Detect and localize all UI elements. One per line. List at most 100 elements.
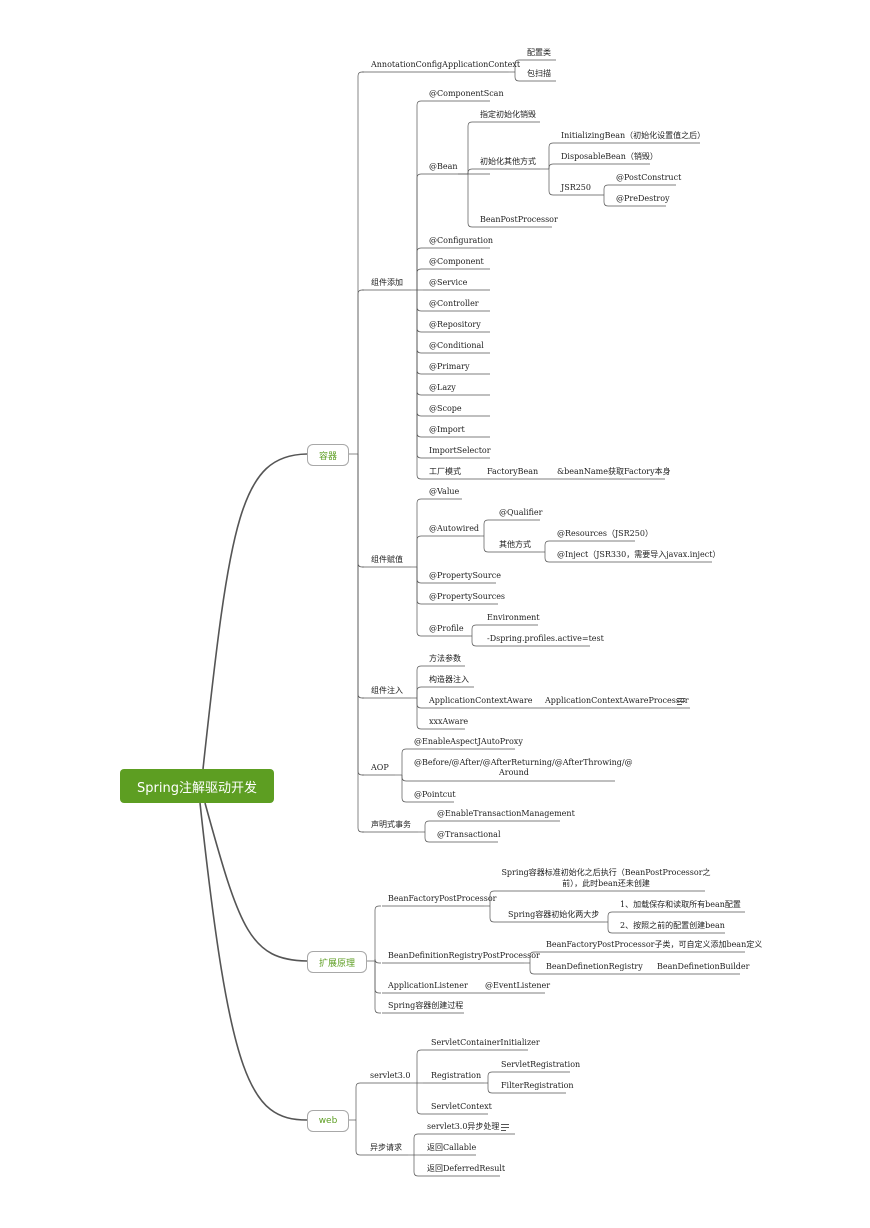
- node-propertysources[interactable]: @PropertySources: [429, 592, 506, 601]
- node-beandefinetionregistry[interactable]: BeanDefinetionRegistry: [546, 962, 643, 971]
- node-step-2[interactable]: 2、按照之前的配置创建bean: [620, 921, 725, 930]
- node-pointcut[interactable]: @Pointcut: [414, 790, 456, 799]
- node-componentscan[interactable]: @ComponentScan: [429, 89, 504, 98]
- node-initializingbean[interactable]: InitializingBean（初始化设置值之后）: [561, 131, 706, 140]
- node-beanfactorypostprocessor[interactable]: BeanFactoryPostProcessor: [388, 894, 497, 903]
- node-scope[interactable]: @Scope: [429, 404, 462, 413]
- node-factorybean[interactable]: FactoryBean: [487, 467, 539, 476]
- node-bfpp-subclass[interactable]: BeanFactoryPostProcessor子类，可自定义添加bean定义: [546, 940, 763, 949]
- link: [467, 168, 474, 174]
- node-value[interactable]: @Value: [429, 487, 460, 496]
- node-importselector[interactable]: ImportSelector: [429, 446, 491, 455]
- node-jsr250[interactable]: JSR250: [561, 183, 591, 192]
- link: [416, 290, 423, 396]
- link: [487, 1083, 494, 1094]
- node-servletcontainerinitializer[interactable]: ServletContainerInitializer: [431, 1038, 540, 1047]
- node-configuration[interactable]: @Configuration: [429, 236, 494, 245]
- node-beandefinetionbuilder[interactable]: BeanDefinetionBuilder: [657, 962, 750, 971]
- node-controller[interactable]: @Controller: [429, 299, 479, 308]
- node-constructor-inject[interactable]: 构造器注入: [429, 675, 469, 684]
- link: [607, 911, 614, 922]
- node-beanname-factory[interactable]: &beanName获取Factory本身: [557, 467, 671, 476]
- node-dspring-profiles[interactable]: -Dspring.profiles.active=test: [487, 634, 604, 643]
- node-applicationcontextaware[interactable]: ApplicationContextAware: [429, 696, 533, 705]
- node-disposablebean[interactable]: DisposableBean（销毁）: [561, 152, 658, 161]
- link: [416, 100, 423, 290]
- link: [374, 905, 381, 961]
- node-init-other[interactable]: 初始化其他方式: [480, 157, 536, 166]
- node-environment[interactable]: Environment: [487, 613, 540, 622]
- node-component-assign[interactable]: 组件赋值: [371, 555, 403, 564]
- node-return-deferredresult[interactable]: 返回DeferredResult: [427, 1164, 506, 1173]
- link: [401, 775, 408, 782]
- link: [471, 624, 478, 636]
- node-enableaspectj[interactable]: @EnableAspectJAutoProxy: [414, 737, 523, 746]
- node-filterregistration[interactable]: FilterRegistration: [501, 1081, 574, 1090]
- link: [416, 567, 423, 637]
- node-bdrpp[interactable]: BeanDefinitionRegistryPostProcessor: [388, 951, 540, 960]
- node-aware-processor[interactable]: ApplicationContextAwareProcessor: [545, 696, 689, 705]
- node-postconstruct[interactable]: @PostConstruct: [616, 173, 682, 182]
- node-primary[interactable]: @Primary: [429, 362, 470, 371]
- link: [544, 552, 551, 563]
- node-init-destroy[interactable]: 指定初始化销毁: [480, 110, 536, 119]
- node-annotation-config-context[interactable]: AnnotationConfigApplicationContext: [371, 60, 521, 69]
- node-factory-pattern[interactable]: 工厂模式: [429, 467, 461, 476]
- note-icon[interactable]: [501, 1124, 509, 1131]
- link: [489, 906, 496, 923]
- node-bfpp-desc-1[interactable]: Spring容器标准初始化之后执行（BeanPostProcessor之: [501, 868, 711, 877]
- node-transactional[interactable]: @Transactional: [437, 830, 501, 839]
- node-qualifier[interactable]: @Qualifier: [499, 508, 543, 517]
- node-component[interactable]: @Component: [429, 257, 484, 266]
- note-icon[interactable]: [677, 698, 685, 705]
- node-two-steps[interactable]: Spring容器初始化两大步: [508, 910, 600, 919]
- node-predestroy[interactable]: @PreDestroy: [616, 194, 670, 203]
- node-resources[interactable]: @Resources（JSR250）: [557, 529, 653, 538]
- node-service[interactable]: @Service: [429, 278, 468, 287]
- node-component-inject[interactable]: 组件注入: [371, 686, 403, 695]
- node-container-create[interactable]: Spring容器创建过程: [388, 1001, 464, 1010]
- node-autowired[interactable]: @Autowired: [429, 524, 480, 533]
- node-applicationlistener[interactable]: ApplicationListener: [388, 981, 468, 990]
- link: [548, 142, 555, 169]
- node-enabletx[interactable]: @EnableTransactionManagement: [437, 809, 575, 818]
- branch-extension[interactable]: 扩展原理: [307, 951, 367, 973]
- node-xxxaware[interactable]: xxxAware: [429, 717, 469, 726]
- link: [416, 498, 423, 567]
- node-eventlistener[interactable]: @EventListener: [485, 981, 551, 990]
- node-step-1[interactable]: 1、加载保存和读取所有bean配置: [620, 900, 741, 909]
- node-component-add[interactable]: 组件添加: [371, 278, 403, 287]
- node-advice-annotations[interactable]: @Before/@After/@AfterReturning/@AfterThr…: [414, 758, 633, 767]
- node-advice-around[interactable]: Around: [499, 768, 529, 777]
- node-aop[interactable]: AOP: [371, 763, 389, 772]
- node-servlet30[interactable]: servlet3.0: [370, 1071, 411, 1080]
- node-propertysource[interactable]: @PropertySource: [429, 571, 501, 580]
- node-bfpp-desc-2[interactable]: 前），此时bean还未创建: [562, 879, 650, 888]
- node-registration[interactable]: Registration: [431, 1071, 482, 1080]
- link: [489, 890, 496, 906]
- node-lazy[interactable]: @Lazy: [429, 383, 456, 392]
- node-inject[interactable]: @Inject（JSR330，需要导入javax.inject）: [557, 550, 721, 559]
- link: [413, 1155, 420, 1177]
- node-repository[interactable]: @Repository: [429, 320, 481, 329]
- node-return-callable[interactable]: 返回Callable: [427, 1143, 477, 1152]
- node-beanpostprocessor[interactable]: BeanPostProcessor: [480, 215, 558, 224]
- node-package-scan[interactable]: 包扫描: [527, 69, 551, 78]
- root-node[interactable]: Spring注解驱动开发: [120, 769, 274, 803]
- node-profile[interactable]: @Profile: [429, 624, 464, 633]
- node-other-ways[interactable]: 其他方式: [499, 540, 531, 549]
- node-declarative-tx[interactable]: 声明式事务: [371, 820, 411, 829]
- node-servletcontext[interactable]: ServletContext: [431, 1102, 492, 1111]
- node-conditional[interactable]: @Conditional: [429, 341, 484, 350]
- node-async-servlet[interactable]: servlet3.0异步处理: [427, 1122, 500, 1131]
- node-bean[interactable]: @Bean: [429, 162, 458, 171]
- branch-container[interactable]: 容器: [307, 444, 349, 466]
- branch-web[interactable]: web: [307, 1110, 349, 1132]
- node-config-class[interactable]: 配置类: [527, 48, 551, 57]
- node-method-params[interactable]: 方法参数: [429, 654, 461, 663]
- link: [467, 174, 474, 228]
- node-import[interactable]: @Import: [429, 425, 465, 434]
- node-servletregistration[interactable]: ServletRegistration: [501, 1060, 581, 1069]
- node-async-request[interactable]: 异步请求: [370, 1143, 402, 1152]
- link: [416, 290, 423, 354]
